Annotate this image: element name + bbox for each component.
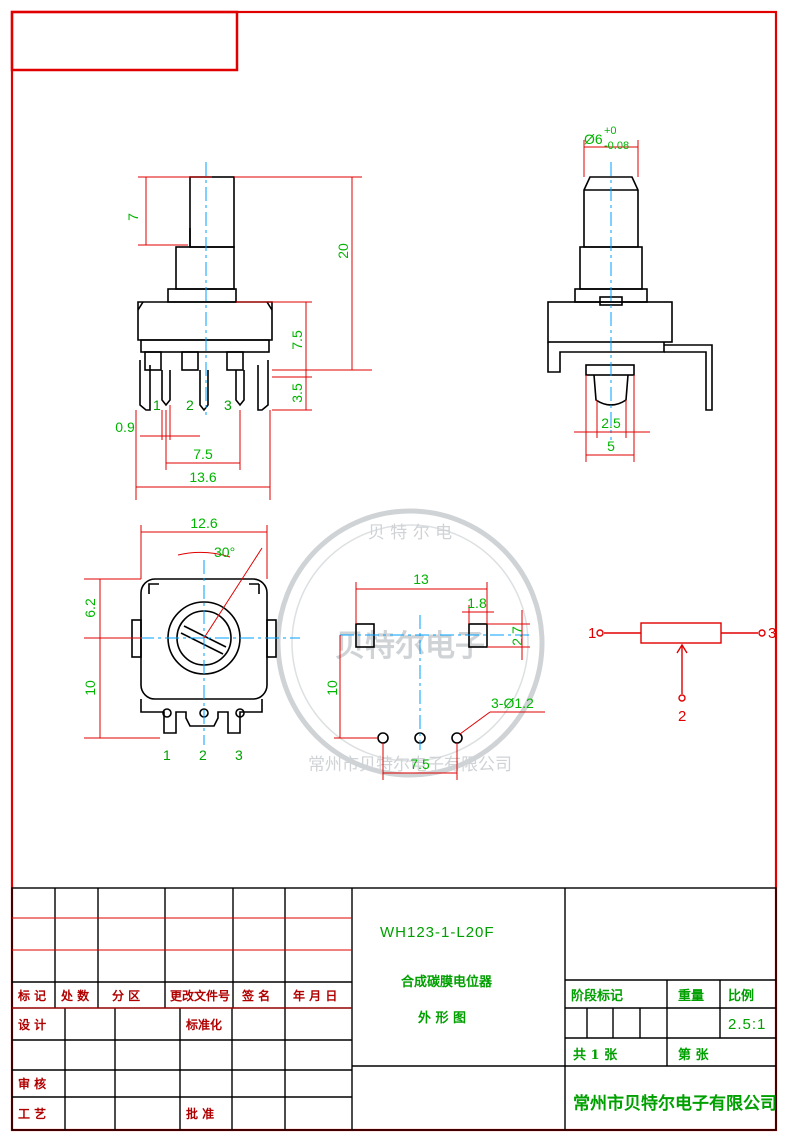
tb-header-mark: 标 记 [17,988,46,1003]
dim-fp-holes: 3-Ø1.2 [491,695,534,711]
dim-front-bottom: 10 [82,680,98,696]
side-pin-1: 1 [153,397,161,413]
stamp-ring-top: 贝 特 尔 电 [368,523,452,543]
dim-pin-pitch: 7.5 [193,446,213,462]
dim-shaft-diameter: Ø6 [584,131,603,147]
tb-role-process: 工 艺 [18,1106,46,1121]
tb-drawing-type: 外 形 图 [417,1010,466,1026]
dim-front-top: 6.2 [82,598,98,618]
tb-company: 常州市贝特尔电子有限公司 [573,1093,777,1114]
front-pin-2: 2 [199,747,207,763]
schematic-pin-3: 3 [768,625,776,642]
dim-tol-upper: +0 [604,125,617,137]
title-block: 标 记 处 数 分 区 更改文件号 签 名 年 月 日 设 计 标准化 审 核 … [11,887,777,1131]
front-pin-1: 1 [163,747,171,763]
schematic-pin-1: 1 [588,625,596,642]
tb-stage-mark: 阶段标记 [571,988,623,1004]
dim-end-outer: 5 [607,438,615,454]
dim-body-width: 13.6 [189,469,216,485]
front-pin-3: 3 [235,747,243,763]
pcb-footprint: 13 1.8 2.7 10 7.5 3-Ø1.2 [324,571,545,780]
dim-shaft-length: 20 [335,243,351,259]
tb-role-check: 审 核 [18,1076,46,1091]
side-pin-3: 3 [224,397,232,413]
tb-role-design: 设 计 [18,1017,46,1032]
dim-pin-width: 0.9 [115,419,135,435]
tb-product: 合成碳膜电位器 [401,974,493,990]
dim-shaft-flat: 7 [125,213,141,221]
tb-header-sign: 签 名 [241,988,270,1003]
tb-header-count: 处 数 [60,988,90,1003]
tb-header-zone: 分 区 [112,988,140,1003]
tb-model: WH123-1-L20F [380,924,495,941]
dim-fp-slot-width: 1.8 [467,595,487,611]
company-stamp: 贝特尔电子 贝 特 尔 电 常州市贝特尔电子有限公司 [275,508,545,778]
schematic-symbol: 1 3 2 [588,622,776,725]
dim-end-inner: 2.5 [601,415,621,431]
tb-role-approve: 批 准 [186,1106,214,1121]
tb-header-doc: 更改文件号 [170,988,230,1003]
tb-weight: 重量 [678,988,704,1004]
dim-pin-length: 3.5 [289,383,305,403]
dim-fp-slot-height: 2.7 [509,626,525,646]
schematic-pin-2: 2 [678,708,686,725]
tb-role-standard: 标准化 [185,1017,222,1032]
sheet-frame [10,10,778,1132]
dim-body-height: 7.5 [289,330,305,350]
tb-sheets-total: 共 1 张 [573,1047,618,1063]
stamp-ring-bottom: 常州市贝特尔电子有限公司 [308,755,512,775]
tb-sheet-no: 第 张 [678,1047,710,1063]
tb-scale: 2.5:1 [728,1016,766,1033]
dim-fp-pitch: 7.5 [410,756,430,772]
dim-fp-span: 13 [413,571,429,587]
dim-front-angle: 30° [214,544,235,560]
end-view: Ø6 +0 -0.08 2.5 5 [547,125,713,462]
side-pin-2: 2 [186,397,194,413]
dim-front-width: 12.6 [190,515,217,531]
side-view: 7 20 7.5 3.5 0.9 7.5 13.6 1 2 3 [115,162,372,500]
tb-scale-label: 比例 [728,988,754,1004]
tb-header-date: 年 月 日 [293,988,337,1003]
dim-fp-offset: 10 [324,680,340,696]
front-view: 12.6 30° 6.2 10 1 2 3 [82,515,300,763]
dim-tol-lower: -0.08 [604,140,629,152]
